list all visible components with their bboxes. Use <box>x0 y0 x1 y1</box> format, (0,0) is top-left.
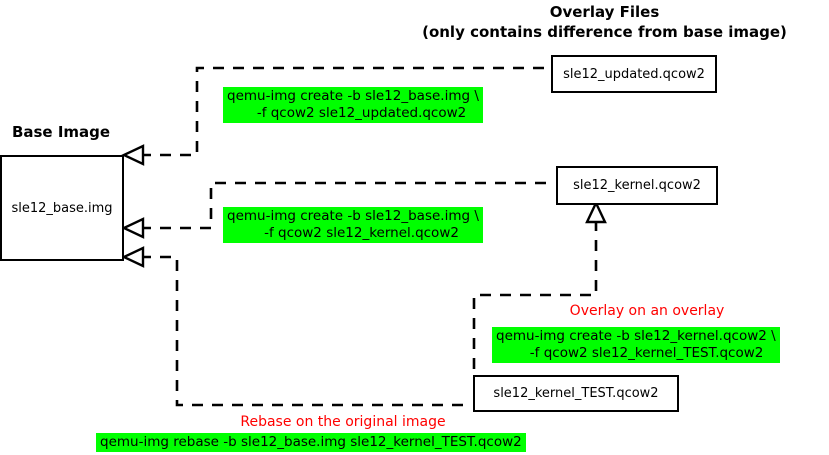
command-create-kernel-test: qemu-img create -b sle12_kernel.qcow2 \ … <box>492 327 780 363</box>
command-rebase: qemu-img rebase -b sle12_base.img sle12_… <box>96 433 526 452</box>
overlay-files-title: Overlay Files (only contains difference … <box>380 2 829 42</box>
connector-rebase-base-to-kernel-test <box>121 246 471 407</box>
note-rebase-on-original: Rebase on the original image <box>240 414 446 430</box>
overlay-files-title-line1: Overlay Files <box>549 3 660 21</box>
note-overlay-on-overlay: Overlay on an overlay <box>569 303 725 319</box>
box-sle12-base-img: sle12_base.img <box>0 155 124 261</box>
box-sle12-kernel-qcow2: sle12_kernel.qcow2 <box>556 166 718 205</box>
command-create-updated: qemu-img create -b sle12_base.img \ -f q… <box>223 87 483 123</box>
command-create-kernel: qemu-img create -b sle12_base.img \ -f q… <box>223 207 483 243</box>
overlay-files-title-line2: (only contains difference from base imag… <box>422 23 787 41</box>
base-image-title: Base Image <box>11 123 111 141</box>
box-sle12-kernel-test-qcow2: sle12_kernel_TEST.qcow2 <box>473 375 679 412</box>
box-sle12-updated-qcow2: sle12_updated.qcow2 <box>551 55 717 93</box>
